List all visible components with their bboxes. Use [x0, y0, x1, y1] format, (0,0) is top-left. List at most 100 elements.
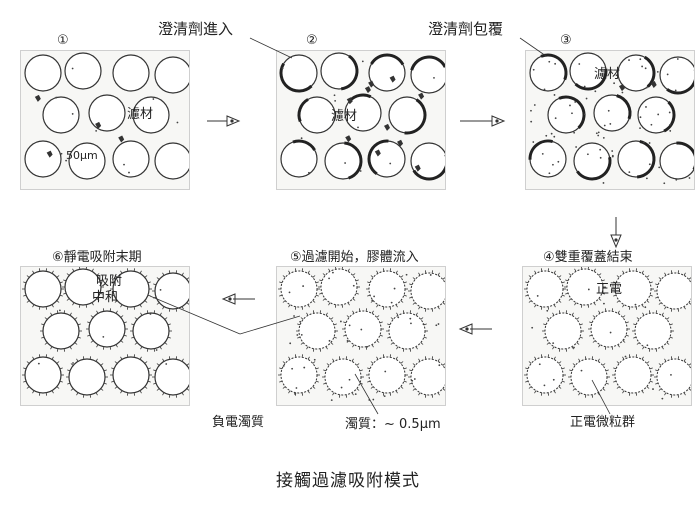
- charge-tick: [688, 388, 691, 391]
- coating-arc: [676, 141, 694, 170]
- charge-tick: [396, 312, 399, 316]
- charge-tick: [569, 382, 573, 385]
- charge-tick: [442, 302, 445, 305]
- charge-tick: [181, 358, 184, 362]
- charge-tick: [139, 356, 142, 360]
- particle: [574, 101, 577, 103]
- charge-tick: [561, 281, 565, 284]
- charge-tick: [90, 340, 94, 343]
- charge-tick: [578, 392, 581, 396]
- charge-tick: [126, 268, 129, 272]
- filter-grain: [112, 356, 150, 394]
- charge-tick: [613, 281, 617, 284]
- particle: [393, 287, 396, 290]
- coating-arc: [340, 54, 359, 91]
- coating-arc: [404, 98, 427, 135]
- charge-tick: [565, 310, 568, 314]
- charge-tick: [402, 348, 405, 352]
- charge-tick: [552, 312, 555, 316]
- particle: [594, 90, 597, 93]
- particle: [575, 146, 578, 148]
- charge-tick: [543, 336, 547, 339]
- charge-tick: [352, 298, 356, 301]
- particle: [422, 323, 425, 326]
- filter-grain: [634, 312, 672, 350]
- charge-tick: [307, 356, 310, 360]
- charge-tick: [400, 361, 404, 364]
- charge-tick: [332, 358, 335, 362]
- charge-tick: [56, 310, 59, 314]
- charge-tick: [677, 308, 680, 312]
- charge-tick: [525, 380, 529, 383]
- particle: [668, 111, 671, 114]
- charge-tick: [114, 300, 118, 303]
- charge-tick: [376, 315, 380, 318]
- charge-tick: [279, 281, 283, 284]
- charge-tick: [91, 268, 94, 272]
- charge-tick: [568, 273, 572, 276]
- charge-tick: [345, 356, 348, 360]
- charge-tick: [26, 361, 30, 364]
- filter-grain: [656, 272, 691, 310]
- particle: [289, 342, 292, 345]
- particle: [583, 85, 586, 88]
- panel-3: [525, 50, 695, 190]
- charge-tick: [558, 275, 562, 278]
- charge-tick: [395, 356, 398, 360]
- charge-tick: [547, 354, 550, 358]
- charge-tick: [56, 361, 60, 364]
- charge-tick: [598, 344, 601, 348]
- charge-tick: [123, 321, 127, 324]
- charge-tick: [319, 310, 322, 314]
- particle: [552, 163, 554, 166]
- charge-tick: [431, 356, 434, 360]
- charge-tick: [114, 361, 118, 364]
- charge-tick: [156, 302, 160, 305]
- charge-tick: [96, 273, 100, 276]
- charge-tick: [382, 354, 385, 358]
- charge-tick: [347, 268, 350, 272]
- charge-tick: [572, 363, 576, 366]
- charge-tick: [279, 367, 283, 370]
- charge-tick: [307, 304, 310, 308]
- particle: [599, 156, 602, 159]
- charge-tick: [69, 346, 72, 350]
- charge-tick: [100, 363, 104, 366]
- charge-tick: [282, 300, 286, 303]
- charge-tick: [658, 302, 662, 305]
- charge-tick: [371, 310, 374, 314]
- particle: [602, 136, 605, 139]
- particle: [666, 73, 669, 76]
- particle: [383, 395, 386, 398]
- particle: [333, 94, 336, 97]
- particle: [645, 106, 647, 108]
- particle: [554, 117, 557, 120]
- particle: [587, 288, 590, 291]
- charge-tick: [622, 304, 625, 308]
- charge-tick: [431, 270, 434, 274]
- particle: [675, 178, 678, 181]
- charge-tick: [358, 346, 361, 350]
- charge-tick: [70, 363, 74, 366]
- charge-tick: [140, 346, 143, 350]
- charge-tick: [326, 388, 330, 391]
- charge-tick: [376, 390, 379, 394]
- charge-tick: [641, 390, 644, 394]
- charge-tick: [63, 279, 67, 282]
- charge-tick: [315, 281, 319, 284]
- charge-tick: [126, 306, 129, 310]
- charge-tick: [628, 268, 631, 272]
- label-step-5: ⑤過濾開始，膠體流入: [290, 250, 419, 265]
- charge-tick: [333, 323, 337, 326]
- filter-grain: [526, 270, 564, 308]
- charge-tick: [635, 268, 638, 272]
- particle: [543, 88, 546, 91]
- particle: [102, 336, 105, 338]
- filter-grain: [154, 272, 189, 310]
- charge-tick: [655, 369, 659, 372]
- charge-tick: [574, 268, 577, 272]
- charge-tick: [282, 386, 286, 389]
- charge-tick: [153, 296, 157, 299]
- charge-tick: [677, 270, 680, 274]
- charge-tick: [587, 267, 589, 270]
